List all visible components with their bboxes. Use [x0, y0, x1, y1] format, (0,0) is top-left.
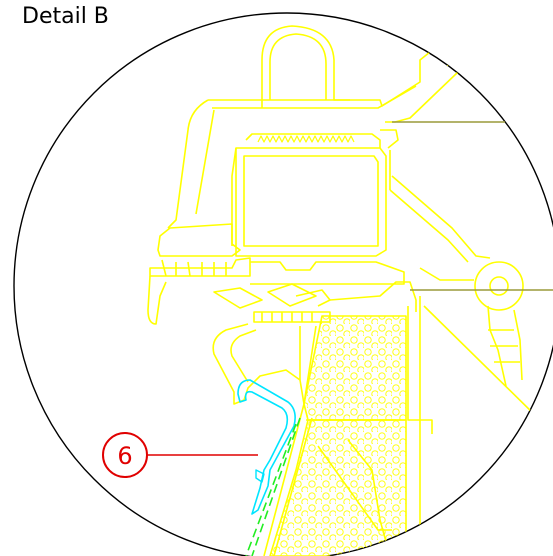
seal-right	[295, 289, 331, 307]
callout-6-label: 6	[117, 442, 132, 470]
seal-base-ribs	[261, 312, 313, 322]
knurl	[257, 135, 355, 143]
glass-chamber-inner	[243, 155, 379, 247]
lower-frame-left2	[273, 417, 313, 556]
frame-diagonal	[423, 305, 541, 421]
lower-frame-left	[263, 403, 305, 556]
diagonal-bracket-inner	[389, 189, 469, 263]
insulation-divider	[306, 419, 396, 531]
hinge-arm	[419, 267, 523, 387]
glass-chamber-outer	[235, 147, 387, 257]
sash-left-leg-inner	[195, 109, 215, 215]
hinge-arm-rib	[488, 329, 520, 363]
left-rail-upper	[157, 223, 241, 257]
glazing-bead-clip	[255, 469, 265, 483]
membrane	[245, 417, 301, 556]
chamber-top-detail	[245, 133, 381, 148]
left-rail-ribs	[161, 259, 227, 277]
frame-top	[329, 281, 417, 312]
chamber-right-top	[380, 129, 399, 149]
sash-left-leg	[167, 99, 209, 229]
lower-frame-right	[347, 439, 391, 556]
glazing-bead	[237, 379, 296, 515]
bottom-rail	[250, 261, 405, 285]
seal-left	[213, 287, 263, 309]
detail-circle	[13, 12, 553, 556]
frame-right-inner	[407, 306, 433, 434]
diagonal-bracket	[391, 175, 491, 259]
chamber-left-wall	[231, 147, 237, 246]
hinge-pivot-outer	[474, 261, 524, 311]
hinge-pivot-inner	[489, 276, 509, 296]
top-cap-inner	[269, 33, 327, 100]
lower-sash-outer	[212, 323, 305, 405]
seal-mid	[267, 283, 317, 307]
callout-6: 6	[102, 432, 258, 478]
top-cap	[261, 25, 350, 108]
insulation-upper	[303, 315, 407, 421]
left-rail-lower	[147, 275, 167, 325]
detail-title: Detail B	[22, 4, 109, 29]
lower-sash-inner	[230, 329, 257, 383]
